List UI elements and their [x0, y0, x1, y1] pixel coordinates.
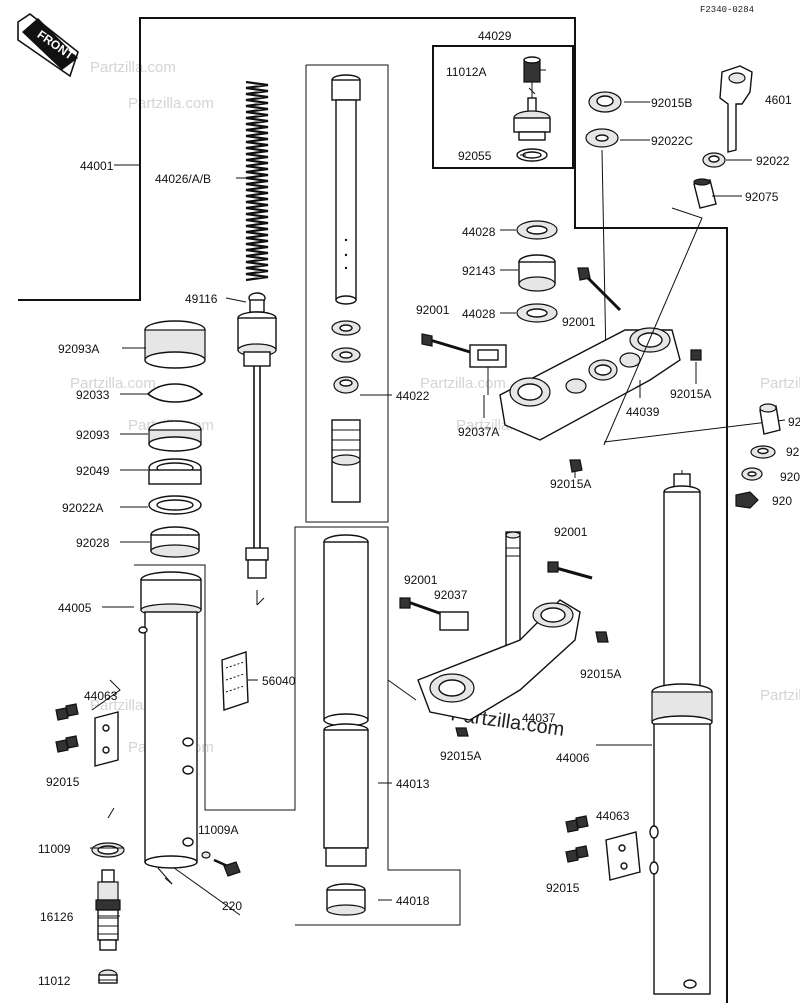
steering-bearings	[516, 220, 558, 323]
tube-border	[134, 526, 461, 926]
diagram-code: F2340-0284	[700, 5, 754, 15]
front-arrow-icon: FRONT	[17, 13, 79, 78]
inner-tube-44013	[323, 534, 369, 916]
label-92015-right: 92015	[546, 881, 580, 895]
drain-parts	[91, 807, 125, 984]
label-92015A-top: 92015A	[670, 387, 711, 401]
bolt-220	[157, 851, 241, 885]
label-92143: 92143	[462, 264, 496, 278]
upper-clamp-bolts	[421, 267, 702, 473]
label-92055: 92055	[458, 149, 492, 163]
label-44006: 44006	[556, 751, 590, 765]
watermark-7: Partzilla.com	[760, 375, 800, 392]
label-92015A-lower: 92015A	[440, 749, 481, 763]
label-44028-bottom: 44028	[462, 307, 496, 321]
label-92001-lower-right: 92001	[554, 525, 588, 539]
inner-tube-border	[305, 64, 389, 523]
label-44022: 44022	[396, 389, 430, 403]
label-44037: 44037	[522, 711, 556, 725]
right-outer-tube	[649, 470, 713, 995]
label-44018: 44018	[396, 894, 430, 908]
label-92037A: 92037A	[458, 425, 499, 439]
label-92015A-lower-right: 92015A	[580, 667, 621, 681]
right-small-parts	[735, 403, 781, 509]
label-220: 220	[222, 899, 242, 913]
label-92015-left: 92015	[46, 775, 80, 789]
watermark-10: Partzilla.com	[760, 687, 800, 704]
label-92028: 92028	[76, 536, 110, 550]
lower-leader	[387, 679, 417, 701]
label-920-r3: 920	[780, 470, 800, 484]
left-seal-stack	[144, 320, 206, 558]
lower-triple-clamp	[399, 531, 609, 737]
label-44063-right: 44063	[596, 809, 630, 823]
fork-spring	[245, 80, 269, 282]
label-11009A: 11009A	[198, 823, 238, 837]
label-44063-left: 44063	[84, 689, 118, 703]
right-brackets	[565, 815, 641, 881]
assembly-border	[18, 17, 728, 1003]
label-56040: 56040	[262, 674, 296, 688]
label-44026: 44026/A/B	[155, 172, 211, 186]
cap-assembly	[513, 56, 551, 162]
label-11012: 11012	[38, 974, 71, 988]
leader-lines	[90, 69, 752, 981]
label-11009: 11009	[38, 842, 71, 856]
lower-border	[169, 864, 241, 916]
label-44001: 44001	[80, 159, 114, 173]
label-920-r4: 920	[772, 494, 792, 508]
part-labels: 44029 11012A 92055 92015B 4601 92022C 92…	[38, 29, 800, 988]
label-92022C: 92022C	[651, 134, 693, 148]
label-44013: 44013	[396, 777, 430, 791]
clamp-leader	[603, 419, 786, 443]
label-92049: 92049	[76, 464, 110, 478]
label-92-r2: 92	[786, 445, 800, 459]
label-44028-top: 44028	[462, 225, 496, 239]
label-92075: 92075	[745, 190, 779, 204]
label-4601: 4601	[765, 93, 792, 107]
label-92037: 92037	[434, 588, 468, 602]
left-outer-tube	[138, 571, 202, 869]
label-92001-left: 92001	[416, 303, 450, 317]
watermark-1: Partzilla.com	[90, 59, 176, 76]
label-49116: 49116	[185, 292, 218, 306]
label-92015A-mid: 92015A	[550, 477, 591, 491]
label-92093A: 92093A	[58, 342, 99, 356]
stem-nut-washer	[585, 91, 622, 361]
label-92093: 92093	[76, 428, 110, 442]
watermark-2: Partzilla.com	[128, 95, 214, 112]
cap-assembly-box	[432, 45, 574, 169]
label-11012A: 11012A	[446, 65, 486, 79]
label-92-r1: 92	[788, 415, 800, 429]
clamp-leader-2	[603, 207, 703, 446]
upper-triple-clamp	[469, 327, 681, 441]
watermark-3: Partzilla.com	[70, 375, 156, 392]
damper-bushing	[693, 152, 726, 209]
inner-tube-44022	[331, 74, 378, 503]
label-44005: 44005	[58, 601, 92, 615]
label-92001-right: 92001	[562, 315, 596, 329]
label-16126: 16126	[40, 910, 74, 924]
label-92022A: 92022A	[62, 501, 103, 515]
label-44029: 44029	[478, 29, 512, 43]
label-92015B: 92015B	[651, 96, 692, 110]
watermark-5: Partzilla.com	[420, 375, 506, 392]
label-44039: 44039	[626, 405, 660, 419]
handlebar-holder	[719, 65, 753, 153]
left-brackets	[55, 679, 121, 767]
damper-rod	[237, 292, 277, 606]
label-92001-lower-left: 92001	[404, 573, 438, 587]
label-decal	[221, 651, 249, 711]
label-92033: 92033	[76, 388, 110, 402]
label-92022: 92022	[756, 154, 790, 168]
